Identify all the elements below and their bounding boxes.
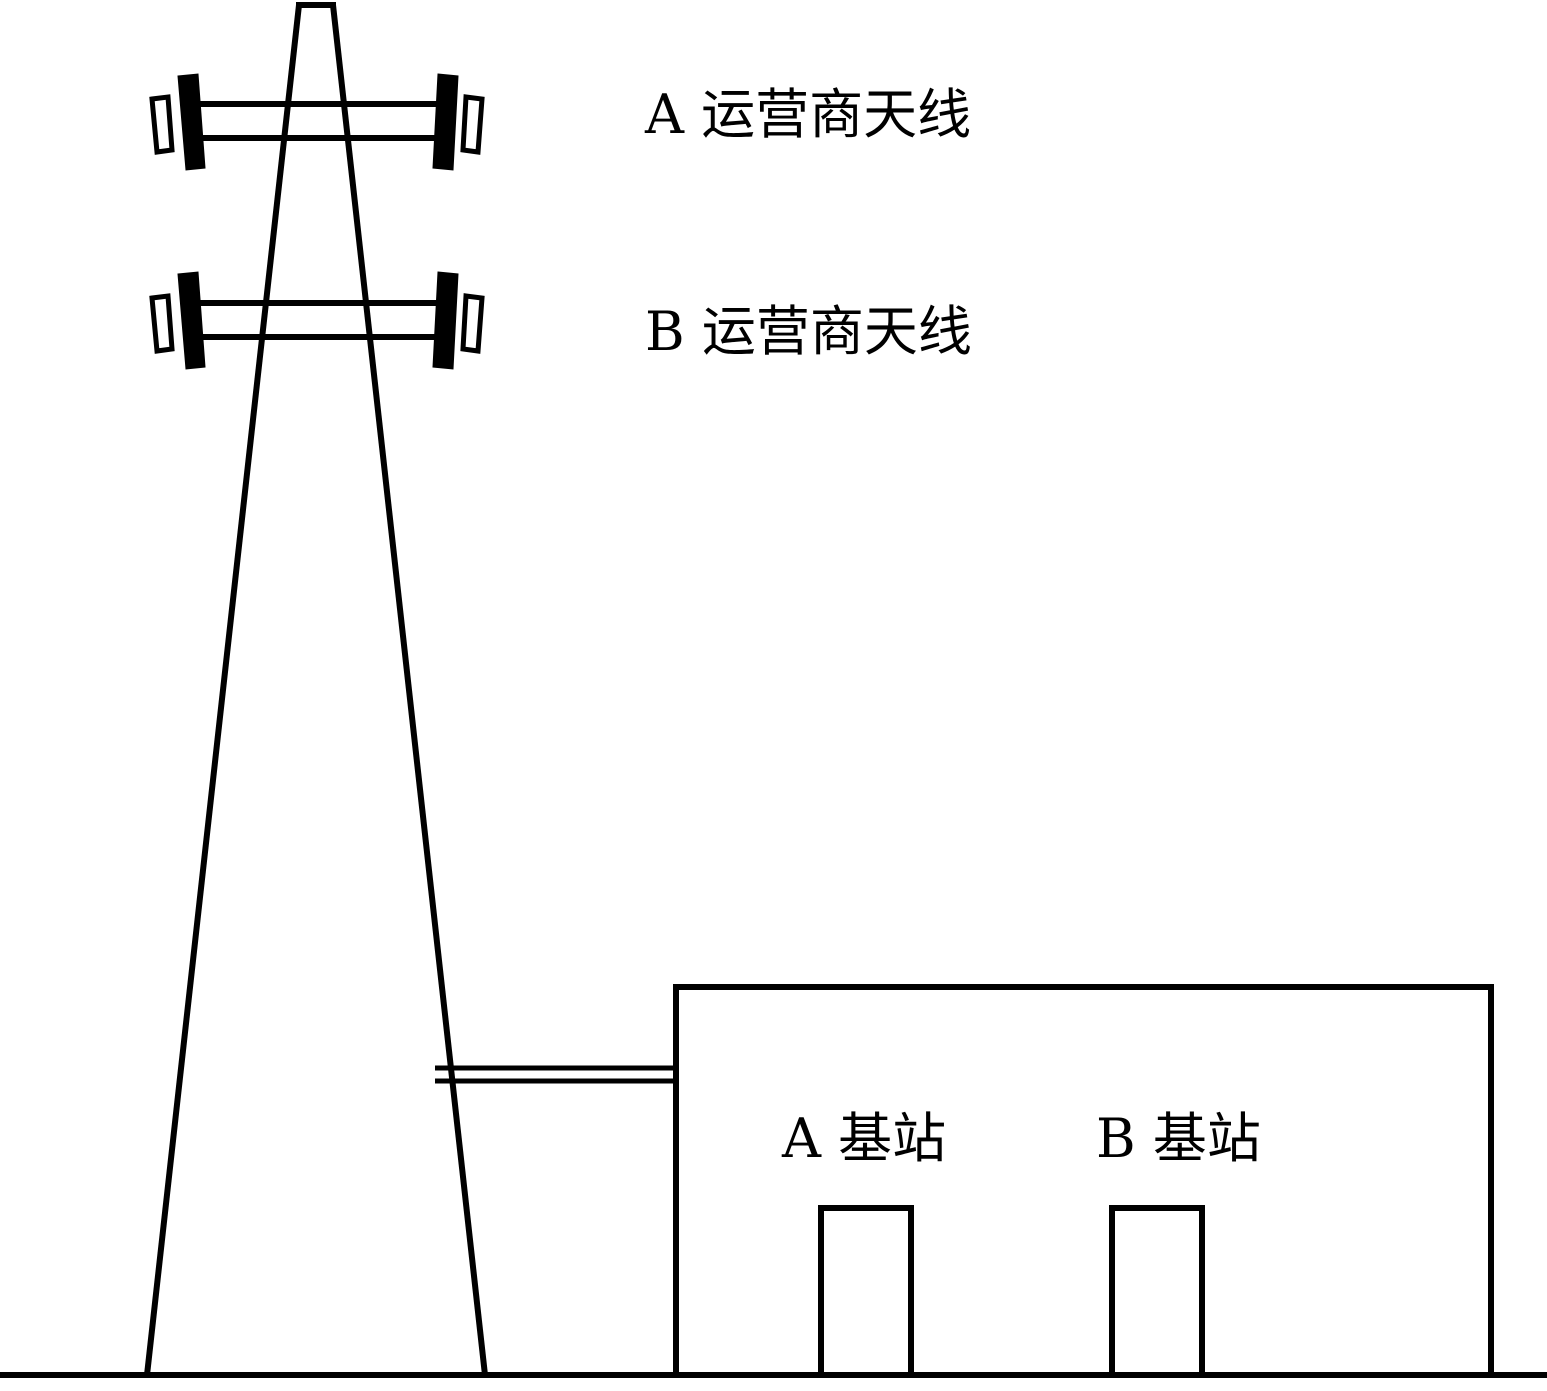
antenna-a-right-panel [432,73,459,171]
tower-left-leg [144,4,302,1376]
antenna-a-left-panel [177,73,206,171]
base-station-a-cabinet [818,1205,914,1378]
antenna-a-left-outer-panel [149,94,175,155]
antenna-b-right-outer-panel [460,293,485,354]
antenna-b-left-outer-panel [149,293,175,354]
antenna-b-left-panel [177,271,206,370]
antenna-b-label: B 运营商天线 [645,300,972,363]
equipment-room [673,984,1494,1378]
tower [144,2,488,1376]
feeder-cable [435,1065,676,1084]
base-station-a-label: A 基站 [782,1107,947,1170]
antenna-a-label: A 运营商天线 [645,83,972,146]
base-station-b-label: B 基站 [1096,1107,1261,1170]
antenna-b-right-panel [432,271,459,370]
antenna-b [149,271,485,370]
base-station-b-cabinet [1109,1205,1205,1378]
tower-right-leg [330,4,488,1376]
antenna-a [149,73,485,171]
antenna-a-right-outer-panel [460,94,485,155]
